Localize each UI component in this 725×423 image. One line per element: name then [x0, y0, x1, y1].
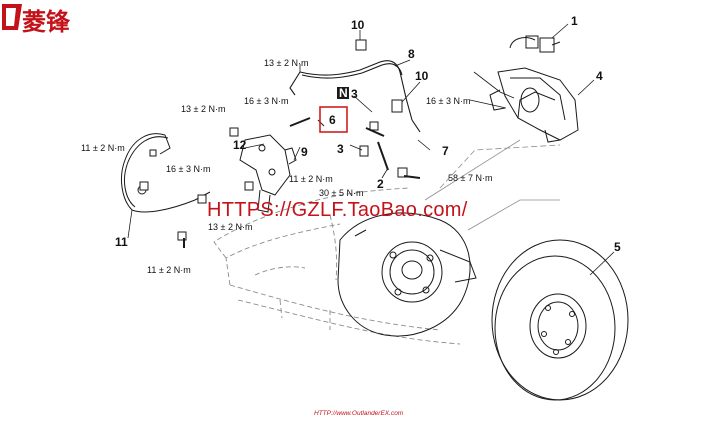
watermark-text: HTTPS://GZLF.TaoBao.com/ — [207, 199, 468, 221]
n-box-letter: N — [339, 86, 348, 100]
suspension-arm-ghost — [213, 187, 461, 345]
torque-16-left: 16 ± 3 N·m — [166, 164, 210, 174]
hub-dust-shield — [337, 212, 477, 337]
torque-16-right: 16 ± 3 N·m — [426, 96, 470, 106]
callout-9: 9 — [301, 145, 308, 159]
callout-8: 8 — [408, 47, 415, 61]
torque-16-mid: 16 ± 3 N·m — [244, 96, 288, 106]
brand-url: HTTP://www.OutlanderEX.com — [314, 410, 404, 417]
torque-13-lower: 13 ± 2 N·m — [208, 222, 252, 232]
callout-4: 4 — [596, 69, 603, 83]
knuckle-bracket — [239, 134, 297, 213]
torque-11-left: 11 ± 2 N·m — [81, 143, 125, 153]
brake-pipe-8 — [289, 60, 421, 133]
torque-13-top: 13 ± 2 N·m — [264, 58, 308, 68]
sensor-harness-1 — [509, 35, 561, 53]
brake-caliper-4 — [489, 67, 579, 143]
bolts — [139, 39, 421, 248]
callout-3: 3 — [337, 142, 344, 156]
brand-name: 菱锋 — [22, 8, 71, 36]
torque-11-center: 11 ± 2 N·m — [289, 174, 333, 184]
callout-1: 1 — [571, 14, 578, 28]
leader-lines — [127, 23, 615, 276]
highlight-box-part-6 — [319, 106, 348, 133]
callout-2: 2 — [377, 177, 384, 191]
n-box — [337, 87, 349, 99]
brand-logo: 菱锋 — [2, 4, 71, 36]
brake-disc-5 — [491, 239, 629, 401]
frame-ghost — [424, 139, 561, 231]
callout-10-mid: 10 — [415, 69, 429, 83]
callout-5: 5 — [614, 240, 621, 254]
torque-13-left: 13 ± 2 N·m — [181, 104, 225, 114]
callout-3-boxed: 3 — [351, 87, 358, 101]
torque-30: 30 ± 5 N·m — [319, 188, 363, 198]
callout-11: 11 — [115, 235, 128, 249]
callout-7: 7 — [442, 144, 449, 158]
callout-10-top: 10 — [351, 18, 365, 32]
torque-58: 58 ± 7 N·m — [448, 173, 492, 183]
callout-12: 12 — [233, 138, 247, 152]
torque-11-bottom: 11 ± 2 N·m — [147, 265, 191, 275]
callout-6: 6 — [329, 113, 336, 127]
